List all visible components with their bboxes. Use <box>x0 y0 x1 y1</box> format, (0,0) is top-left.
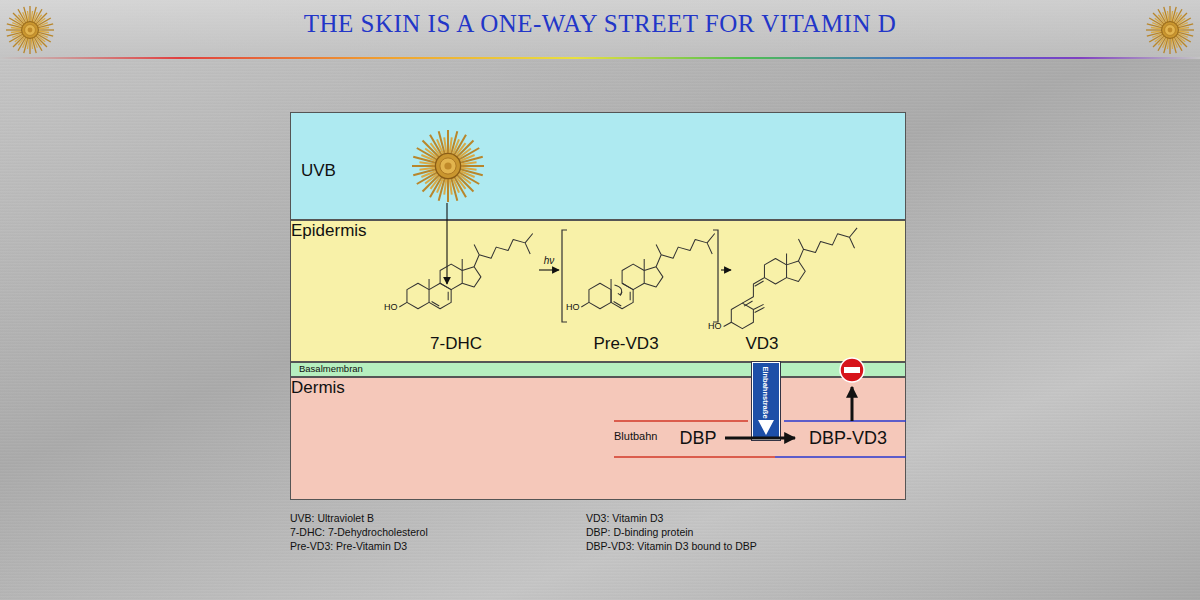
abbreviation-note: Pre-VD3: Pre-Vitamin D3 <box>290 540 407 553</box>
reaction-condition: hν <box>544 255 555 267</box>
molecule-label-box: Pre-VD3 <box>560 228 720 356</box>
structure-7dhc <box>399 234 532 309</box>
vessel-wall-arterial <box>614 421 775 457</box>
node-label: DBP-VD3 <box>809 428 887 450</box>
abbreviation-note: VD3: Vitamin D3 <box>586 512 663 525</box>
one-way-sign: Einbahnstraße <box>752 362 780 440</box>
structure-previtamin-d3 <box>581 234 714 309</box>
one-way-arrowhead <box>758 420 774 435</box>
no-entry-sign <box>840 358 864 382</box>
atom-label: HO <box>566 302 580 313</box>
protein-complex-box: DBP-VD3 <box>796 426 902 450</box>
node-label: 7-DHC <box>430 334 482 354</box>
molecule-label-box: VD3 <box>732 228 862 356</box>
abbreviation-note: DBP-VD3: Vitamin D3 bound to DBP <box>586 540 757 553</box>
structure-vitamin-d3 <box>724 228 857 329</box>
uvb-band: UVB <box>290 112 906 220</box>
node-label: Basalmembran <box>299 363 363 374</box>
protein-box: DBP <box>672 426 724 450</box>
molecule-label-box: 7-DHC <box>392 228 538 356</box>
node-label: UVB <box>301 161 336 181</box>
node-label: Pre-VD3 <box>593 334 658 354</box>
reaction-arrow <box>539 269 559 270</box>
atom-label: HO <box>708 321 722 332</box>
node-label: Dermis <box>291 378 345 398</box>
epidermis-band: 7-DHC Pre-VD3 VD3 Epidermis <box>290 220 906 362</box>
vessel-wall-venous <box>775 421 906 457</box>
abbreviation-note: 7-DHC: 7-Dehydrocholesterol <box>290 526 428 539</box>
title: THE SKIN IS A ONE-WAY STREET FOR VITAMIN… <box>0 10 1200 38</box>
node-label: DBP <box>679 428 716 450</box>
dermis-band: DBP DBP-VD3 Dermis <box>290 377 906 500</box>
bracket <box>562 230 718 322</box>
abbreviation-note: DBP: D-binding protein <box>586 526 693 539</box>
node-label: Epidermis <box>291 221 367 241</box>
node-label: Einbahnstraße <box>761 366 770 418</box>
reaction-arrow <box>725 437 795 440</box>
sun-icon <box>412 130 484 202</box>
atom-label: HO <box>384 302 398 313</box>
reaction-arrow <box>721 269 731 270</box>
uvb-ray <box>446 203 447 284</box>
node-label: VD3 <box>745 334 778 354</box>
abbreviation-note: UVB: Ultraviolet B <box>290 512 374 525</box>
blocked-arrow <box>851 387 854 421</box>
basement-membrane-band: Basalmembran <box>290 362 906 377</box>
vessel-label: Blutbahn <box>614 430 657 443</box>
